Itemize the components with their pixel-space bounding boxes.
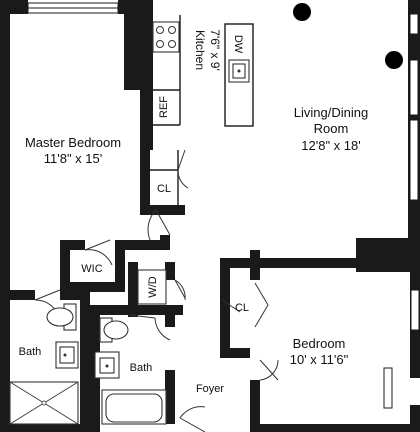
column-right — [385, 51, 403, 69]
kitchen-sink-icon — [228, 59, 250, 83]
bedroom-label: Bedroom — [293, 336, 346, 351]
refrigerator-label-group: REF — [158, 96, 170, 118]
refrigerator-label: REF — [158, 96, 170, 118]
washer-dryer-label: W/D — [147, 276, 159, 297]
foyer-label: Foyer — [196, 383, 224, 395]
living-room-size: 12'8" x 18' — [301, 138, 360, 153]
master-bath-label: Bath — [19, 346, 42, 358]
shower-icon — [9, 381, 79, 425]
interior-walls — [10, 15, 360, 432]
dishwasher-label-group: DW — [232, 35, 244, 54]
stove-icon — [152, 21, 180, 53]
kitchen-size: 7'6" x 9' — [208, 29, 222, 71]
toilet-icon — [46, 303, 77, 331]
dishwasher-label: DW — [232, 35, 244, 54]
bathtub-icon — [101, 389, 167, 425]
kitchen-size-group: 7'6" x 9' — [208, 29, 222, 71]
master-bedroom-size: 11'8" x 15' — [44, 151, 103, 166]
column-top — [293, 3, 311, 21]
toilet-icon — [99, 317, 129, 343]
closet-main-label: CL — [157, 183, 171, 195]
kitchen-label: Kitchen — [193, 30, 207, 70]
bedroom-size: 10' x 11'6" — [290, 352, 349, 367]
living-room-label-line1: Living/Dining — [294, 105, 368, 120]
bath-sink-icon — [94, 351, 120, 379]
windows — [27, 2, 420, 409]
master-bedroom-label: Master Bedroom — [25, 135, 121, 150]
living-room-label-line2: Room — [314, 121, 349, 136]
kitchen-label-group: Kitchen — [193, 30, 207, 70]
wd-label-group: W/D — [147, 276, 159, 297]
second-bath-label: Bath — [130, 362, 153, 374]
wic-label: WIC — [81, 263, 102, 275]
closet-bedroom-label: CL — [235, 302, 249, 314]
bath-sink-icon — [55, 341, 79, 369]
washer-dryer-box — [137, 269, 167, 305]
